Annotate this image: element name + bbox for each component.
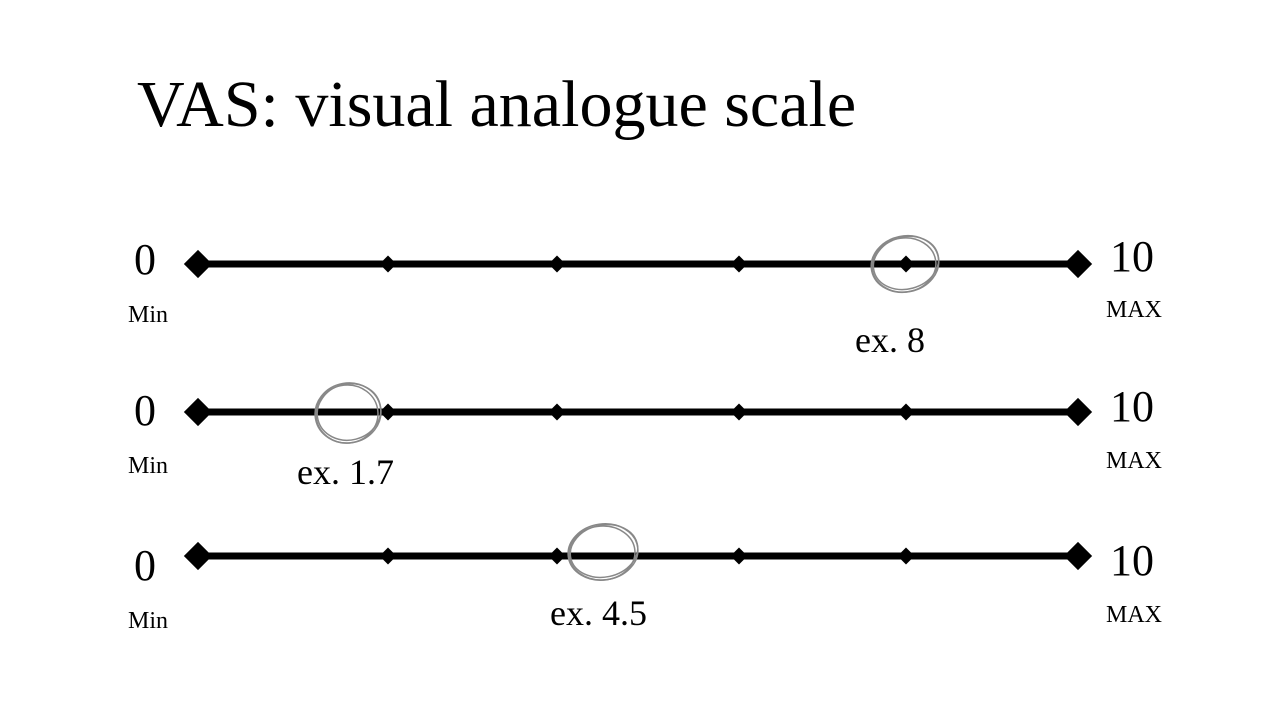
max-endpoint-diamond [1063, 249, 1093, 279]
max-label: MAX [1106, 297, 1163, 323]
max-value-label: 10 [1110, 536, 1154, 585]
max-label: MAX [1106, 448, 1163, 474]
tick-mark [379, 403, 397, 421]
min-label: Min [128, 608, 169, 634]
vas-scale-2: 0 10 Min MAX ex. 1.7 [0, 353, 1280, 490]
tick-mark [379, 255, 397, 273]
tick-mark [730, 255, 748, 273]
marked-circle [314, 382, 382, 444]
max-value-label: 10 [1110, 382, 1154, 431]
max-value-label: 10 [1110, 232, 1154, 281]
min-value-label: 0 [134, 235, 156, 284]
tick-mark [548, 547, 566, 565]
vas-scale-3: 0 10 Min MAX ex. 4.5 [0, 497, 1280, 633]
example-label: ex. 4.5 [550, 593, 647, 633]
tick-mark [730, 547, 748, 565]
tick-mark [379, 547, 397, 565]
min-endpoint-diamond [183, 249, 213, 279]
marked-circle [870, 234, 940, 294]
tick-mark [897, 403, 915, 421]
min-label: Min [128, 453, 169, 479]
example-label: ex. 8 [855, 320, 925, 360]
max-label: MAX [1106, 602, 1163, 628]
marked-circle [567, 523, 639, 581]
max-endpoint-diamond [1063, 397, 1093, 427]
tick-mark [730, 403, 748, 421]
example-label: ex. 1.7 [297, 452, 394, 492]
max-endpoint-diamond [1063, 541, 1093, 571]
tick-mark [548, 255, 566, 273]
tick-mark [897, 255, 915, 273]
scale-line-graphic [183, 523, 1093, 581]
min-endpoint-diamond [183, 541, 213, 571]
tick-mark [897, 547, 915, 565]
tick-mark [548, 403, 566, 421]
min-value-label: 0 [134, 386, 156, 435]
min-label: Min [128, 302, 169, 328]
min-value-label: 0 [134, 541, 156, 590]
vas-scale-1: 0 10 Min MAX ex. 8 [0, 205, 1280, 359]
min-endpoint-diamond [183, 397, 213, 427]
scale-line-graphic [183, 234, 1093, 294]
page-title: VAS: visual analogue scale [137, 68, 857, 141]
scale-line-graphic [183, 382, 1093, 444]
